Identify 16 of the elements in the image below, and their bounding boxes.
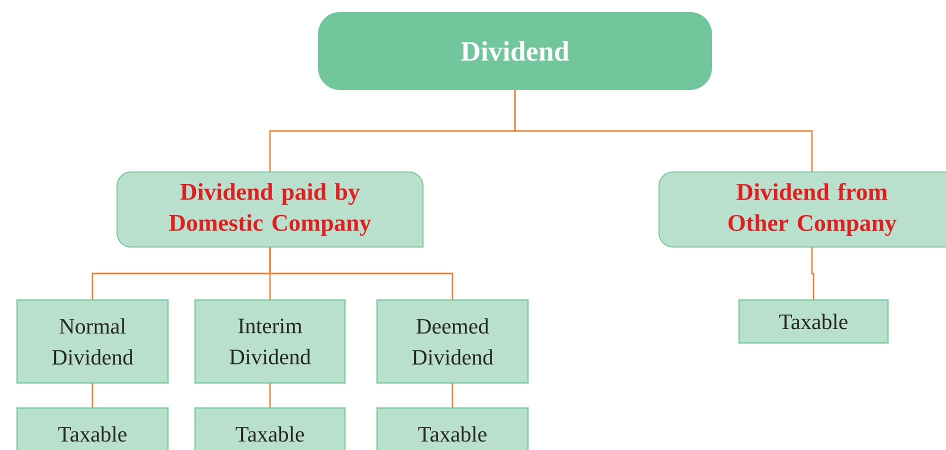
connector (269, 383, 271, 408)
item-box: Deemed Dividend (376, 299, 529, 384)
connector (811, 247, 814, 300)
item-box: Interim Dividend (194, 299, 346, 384)
connector (452, 383, 454, 408)
connector (92, 383, 94, 408)
connector (269, 247, 454, 300)
title-box: Dividend (318, 12, 712, 90)
item-box: Taxable (376, 407, 529, 450)
item-box: Taxable (16, 407, 169, 450)
item-box: Normal Dividend (16, 299, 169, 384)
category-box: Dividend paid by Domestic Company (116, 172, 424, 248)
item-box: Taxable (194, 407, 346, 450)
item-box: Taxable (738, 299, 889, 344)
connector (514, 90, 813, 172)
category-box: Dividend from Other Company (658, 172, 946, 248)
